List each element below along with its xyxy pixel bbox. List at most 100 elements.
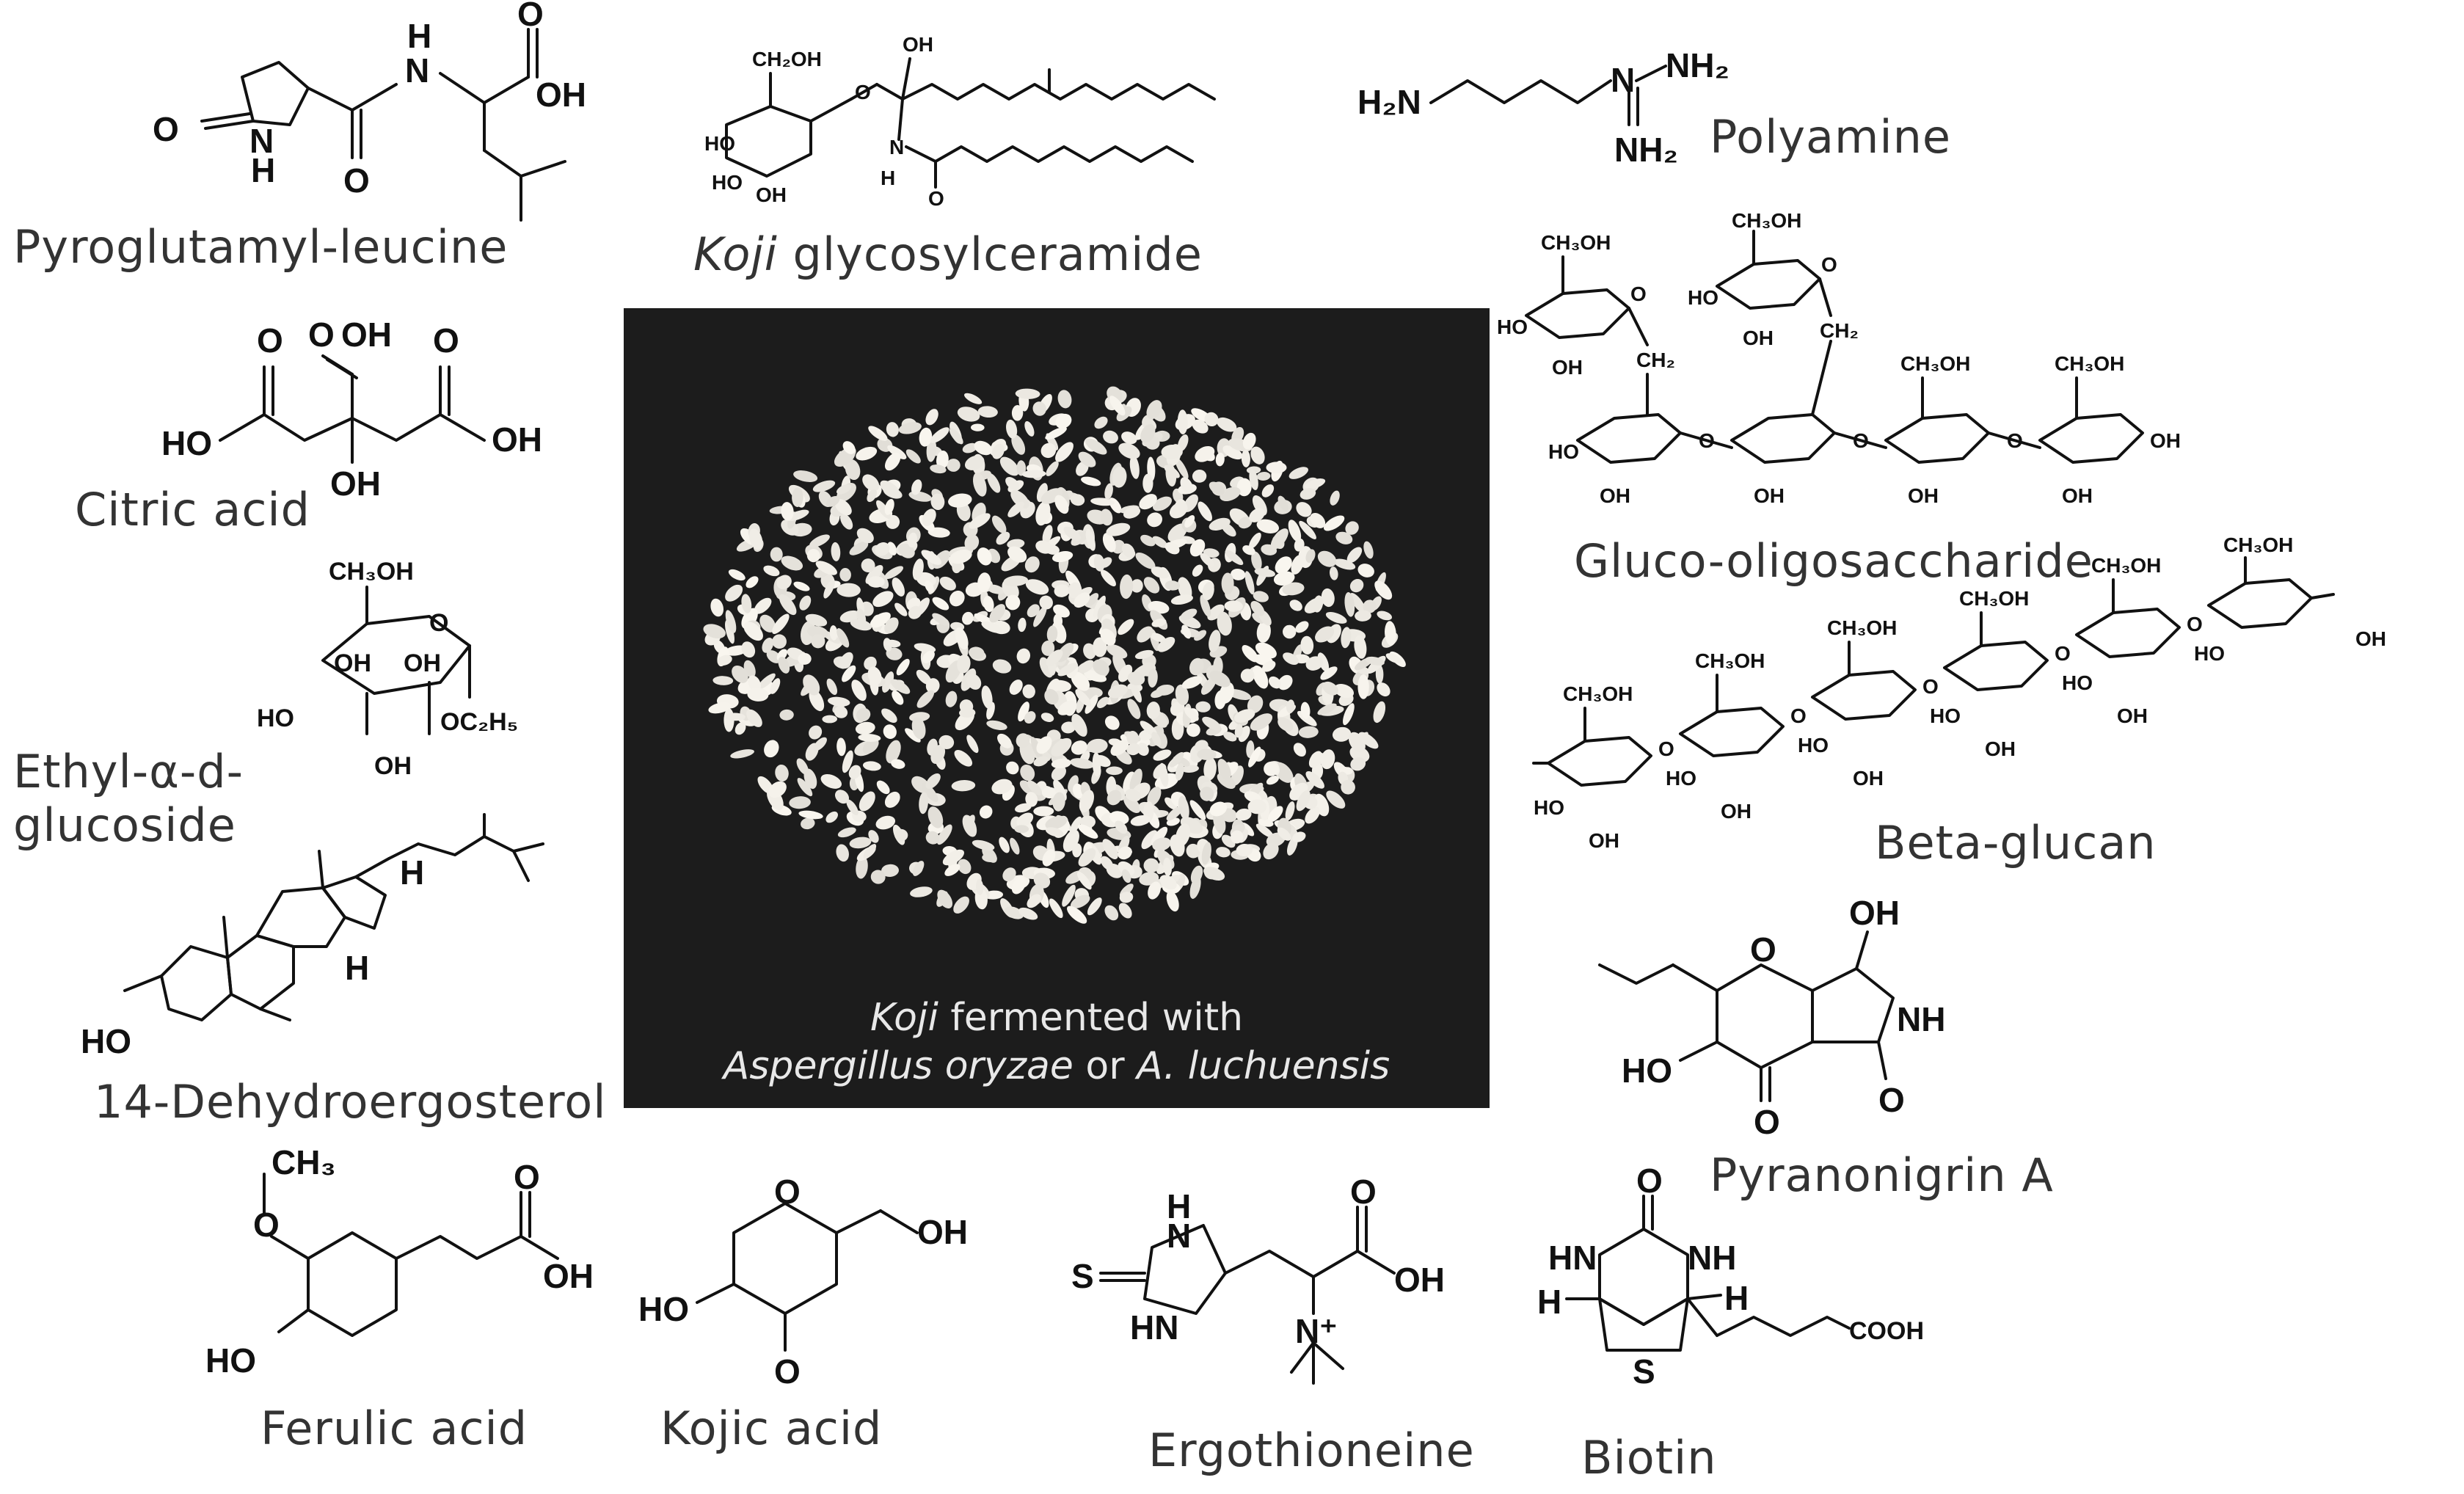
koji-grain <box>1106 644 1128 659</box>
koji-grain <box>1251 551 1262 571</box>
koji-grain <box>977 547 992 566</box>
koji-grain <box>1350 757 1366 771</box>
koji-grain <box>1285 801 1295 821</box>
koji-grain <box>908 491 932 502</box>
koji-grain <box>948 493 972 508</box>
koji-grain <box>1103 430 1118 444</box>
label-ethyl-glucoside-1: Ethyl-α-d- <box>13 745 244 798</box>
label-glycosylceramide: glycosylceramide <box>777 227 1203 281</box>
atom-nh2: NH₂ <box>1614 131 1678 169</box>
koji-grain <box>1079 660 1094 674</box>
koji-grain <box>850 619 872 631</box>
atom-h: H <box>1724 1279 1749 1317</box>
koji-grain <box>1190 865 1203 884</box>
koji-grain <box>1377 682 1390 697</box>
atom-o: O <box>1754 1103 1780 1141</box>
koji-grain <box>1057 390 1072 409</box>
koji-grain <box>1209 801 1228 817</box>
koji-grain <box>1044 689 1059 705</box>
koji-grain <box>786 509 809 522</box>
koji-grain <box>1033 606 1047 627</box>
koji-grain <box>1166 806 1183 821</box>
koji-grain <box>1221 572 1234 595</box>
atom-h: H <box>881 167 895 189</box>
koji-grain <box>1085 438 1107 455</box>
koji-grain <box>836 737 846 757</box>
koji-grain <box>1139 494 1157 510</box>
atom-o: O <box>2187 613 2203 635</box>
koji-grain <box>856 856 868 879</box>
koji-grain <box>1020 764 1035 781</box>
koji-grain <box>1126 743 1141 756</box>
koji-grain <box>1120 574 1134 600</box>
koji-grain <box>930 427 949 443</box>
atom-o: O <box>514 1158 540 1196</box>
koji-grain <box>1121 869 1131 883</box>
koji-grain <box>779 709 794 721</box>
atom-oh: OH <box>1849 894 1900 932</box>
koji-grain <box>1146 702 1160 720</box>
koji-grain <box>1005 477 1020 491</box>
atom-oh: OH <box>1394 1261 1445 1299</box>
koji-grain <box>803 768 817 790</box>
label-citric-acid: Citric acid <box>75 483 310 536</box>
koji-grain <box>862 738 879 754</box>
koji-grain <box>1152 536 1167 548</box>
koji-grain <box>806 549 820 563</box>
koji-grain <box>1143 577 1160 594</box>
koji-grain <box>862 474 880 492</box>
koji-grain <box>1247 695 1264 713</box>
koji-grain <box>793 470 818 482</box>
atom-o: O <box>1636 1162 1663 1200</box>
koji-grain <box>831 542 841 561</box>
koji-grain <box>959 707 976 718</box>
photo-caption-koji: Koji <box>870 996 938 1040</box>
atom-o: O <box>153 110 179 148</box>
koji-grain <box>991 443 1005 459</box>
koji-grain <box>894 602 908 616</box>
koji-grain <box>905 728 921 743</box>
bond-ring <box>241 61 310 126</box>
koji-grain <box>1300 488 1316 500</box>
photo-caption-luchuensis: A. luchuensis <box>1137 1044 1390 1088</box>
koji-grain <box>1070 894 1090 909</box>
koji-grain <box>1240 668 1255 683</box>
koji-grain <box>983 595 994 613</box>
koji-grain <box>957 654 971 674</box>
atom-oh: OH <box>1853 767 1884 790</box>
koji-grain <box>1057 663 1078 677</box>
koji-grain <box>1142 473 1153 493</box>
koji-grain <box>876 780 890 795</box>
koji-grain <box>969 513 991 529</box>
koji-grain <box>1249 532 1261 549</box>
koji-grain <box>1264 761 1279 776</box>
koji-grain <box>991 779 1013 795</box>
koji-grain <box>1164 797 1178 810</box>
koji-grain <box>1033 756 1049 767</box>
atom-o: O <box>433 321 459 360</box>
atom-nh: NH <box>1897 1000 1945 1038</box>
atom-s: S <box>1633 1352 1655 1391</box>
koji-grain <box>1068 582 1082 599</box>
koji-grain <box>1320 666 1338 680</box>
koji-grain <box>1346 547 1363 564</box>
koji-grain <box>1282 582 1305 596</box>
koji-grain <box>1267 806 1283 823</box>
atom-ho: HO <box>2062 671 2093 694</box>
koji-grain <box>1296 502 1312 517</box>
koji-grain <box>1085 529 1096 551</box>
koji-grain <box>1349 593 1366 613</box>
koji-grain <box>1305 771 1324 789</box>
ring-4 <box>1730 413 1836 464</box>
koji-grain <box>1291 555 1304 575</box>
koji-grain <box>1305 478 1326 489</box>
koji-grain <box>1119 892 1134 903</box>
atom-ho: HO <box>704 132 735 155</box>
koji-grain <box>927 806 944 828</box>
koji-grain <box>1345 521 1359 535</box>
atom-ho: HO <box>638 1290 689 1328</box>
koji-grain <box>1007 501 1024 517</box>
koji-grain <box>949 549 972 564</box>
koji-grain <box>717 655 732 666</box>
atom-h: H <box>400 853 424 892</box>
